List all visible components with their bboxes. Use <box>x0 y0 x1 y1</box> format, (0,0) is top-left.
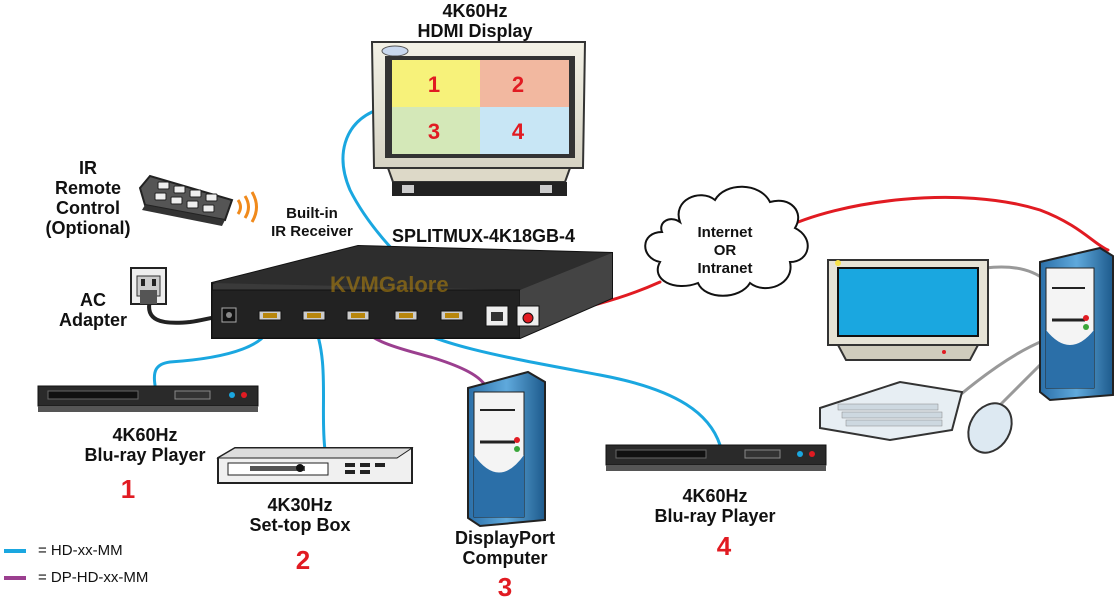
quadrant-2 <box>480 60 569 107</box>
ir-signal-icon <box>236 191 258 223</box>
network-label-line2: OR <box>713 242 737 259</box>
remote-label-line4: (Optional) <box>45 218 131 238</box>
display-label-line2: HDMI Display <box>417 21 533 41</box>
quadrant-1 <box>392 60 480 107</box>
keyboard-pc-cable <box>958 338 1047 397</box>
legend-hdmi-text: = HD-xx-MM <box>38 542 123 559</box>
ac-adapter <box>130 267 167 305</box>
quadrant-3 <box>392 107 480 154</box>
splitmux-switch: KVMGalore <box>211 244 613 339</box>
dp-computer-tower <box>467 370 546 528</box>
source1-label: 4K60Hz Blu-ray Player <box>70 425 220 465</box>
source4-label-line2: Blu-ray Player <box>654 506 776 526</box>
display-label-line1: 4K60Hz <box>442 1 508 21</box>
network-label-line1: Internet <box>697 224 753 241</box>
watermark: KVMGalore <box>330 272 449 297</box>
remote-keyboard <box>819 380 964 442</box>
remote-label-line1: IR <box>79 158 97 178</box>
bluray-player-1 <box>37 385 259 412</box>
source3-number: 3 <box>497 572 513 602</box>
source3-label-line1: DisplayPort <box>454 528 556 548</box>
source2-number: 2 <box>295 545 311 575</box>
network-label: Internet OR Intranet <box>680 224 770 278</box>
source2-label-line2: Set-top Box <box>249 515 351 535</box>
network-cable-remote <box>778 195 1110 252</box>
mouse-pc-cable <box>998 358 1047 407</box>
source4-number: 4 <box>716 531 732 561</box>
source4-label: 4K60Hz Blu-ray Player <box>640 486 790 526</box>
hdmi-display: 1 2 3 4 <box>370 41 587 196</box>
source2-label: 4K30Hz Set-top Box <box>235 495 365 535</box>
monitor-pc-cable <box>983 265 1047 282</box>
source4-hdmi-cable <box>403 320 722 447</box>
receiver-label: Built-in IR Receiver <box>262 205 362 241</box>
quadrant-1-label: 1 <box>428 72 440 97</box>
source1-label-line2: Blu-ray Player <box>84 445 206 465</box>
quadrant-3-label: 3 <box>428 119 440 144</box>
adapter-label: AC Adapter <box>48 290 138 330</box>
remote-pc-tower <box>1039 246 1114 402</box>
bluray-player-4 <box>605 444 827 471</box>
remote-label-line3: Control <box>56 198 120 218</box>
quadrant-4-label: 4 <box>512 119 525 144</box>
network-cloud <box>644 185 809 297</box>
switch-model-label: SPLITMUX-4K18GB-4 <box>392 226 576 246</box>
source1-label-line1: 4K60Hz <box>112 425 178 445</box>
remote-label-line2: Remote <box>54 178 121 198</box>
source4-label-line1: 4K60Hz <box>682 486 748 506</box>
remote-monitor <box>827 259 989 361</box>
ir-remote <box>138 174 258 226</box>
source3-label: DisplayPort Computer <box>430 528 580 568</box>
remote-mouse <box>967 402 1013 454</box>
receiver-label-line2: IR Receiver <box>271 223 353 240</box>
quadrant-2-label: 2 <box>512 72 524 97</box>
quadrant-4 <box>480 107 569 154</box>
settop-box <box>216 447 414 484</box>
display-label: 4K60Hz HDMI Display <box>400 1 550 41</box>
source2-hdmi-cable <box>311 320 327 452</box>
legend-dp-text: = DP-HD-xx-MM <box>38 569 149 586</box>
source1-number: 1 <box>120 474 136 504</box>
adapter-label-line2: Adapter <box>58 310 127 330</box>
source2-label-line1: 4K30Hz <box>267 495 333 515</box>
remote-label: IR Remote Control (Optional) <box>28 158 148 238</box>
adapter-label-line1: AC <box>80 290 106 310</box>
source3-label-line2: Computer <box>462 548 548 568</box>
receiver-label-line1: Built-in <box>286 205 338 222</box>
network-label-line3: Intranet <box>697 260 753 277</box>
